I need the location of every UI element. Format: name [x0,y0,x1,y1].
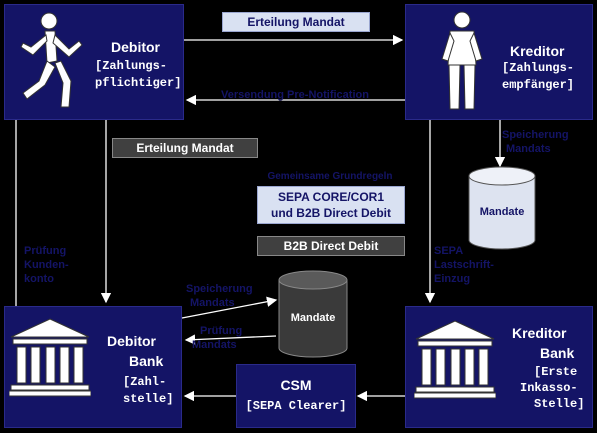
kreditor-bank-sub1: [Erste [534,365,578,379]
label-pruefung-mandats: Prüfung Mandats [192,324,242,352]
debitor-sub2: pflichtiger] [95,76,182,90]
label-sepa-2: Lastschrift- [434,259,494,271]
debitor-mandate-database: Mandate [278,270,348,358]
label-erteilung-mandat-top: Erteilung Mandat [222,12,370,32]
kreditor-sub1: [Zahlungs- [502,61,575,75]
kreditor-title: Kreditor [510,43,565,59]
csm-sub: [SEPA Clearer] [245,399,347,413]
debitor-bank-title1: Debitor [107,333,156,349]
label-pruefung-1: Prüfung [24,245,67,257]
kreditor-bank-title1: Kreditor [512,325,567,341]
kreditor-sub2: empfänger] [502,78,575,92]
label-speicherung-debitor-1: Speicherung [186,283,253,295]
label-pruefung-mandats-1: Prüfung [200,325,243,337]
bank-building-icon [9,318,91,397]
label-gemeinsame-grundregeln: Gemeinsame Grundregeln [267,171,393,182]
label-b2b-direct-debit: B2B Direct Debit [257,236,405,256]
label-pruefung-mandats-2: Mandats [192,339,237,351]
label-sepa-lastschrift: SEPA Lastschrift- Einzug [434,244,494,286]
running-person-icon [20,12,83,108]
kreditor-bank-sub2: Inkasso- [520,381,578,395]
label-erteilung-mandat-mid: Erteilung Mandat [112,138,258,158]
debitor-box: Debitor [Zahlungs- pflichtiger] [4,4,184,120]
debitor-bank-sub1: [Zahl- [123,375,167,389]
kreditor-bank-title2: Bank [540,345,575,361]
label-speicherung-kreditor: Speicherung Mandats [502,128,569,156]
debitor-mandate-label: Mandate [290,312,336,324]
label-speicherung-debitor: Speicherung Mandats [186,282,253,310]
csm-box: CSM [SEPA Clearer] [236,364,356,428]
database-cylinder-icon [278,270,348,358]
label-sepa-3: Einzug [434,273,471,285]
debitor-sub1: [Zahlungs- [95,59,168,73]
label-speicherung-kreditor-2: Mandats [506,143,551,155]
kreditor-bank-box: Kreditor Bank [Erste Inkasso- Stelle] [405,306,593,428]
kreditor-bank-sub3: Stelle] [534,397,585,411]
label-sepa-1: SEPA [434,245,464,257]
label-sepa-core-line2: und B2B Direct Debit [270,206,391,220]
standing-person-icon [441,11,483,110]
bank-building-icon [414,320,496,399]
kreditor-box: Kreditor [Zahlungs- empfänger] [405,4,593,120]
csm-title: CSM [280,377,312,393]
debitor-bank-box: Debitor Bank [Zahl- stelle] [4,306,182,428]
label-pruefung-3: konto [24,273,54,285]
label-pre-notification: Versendung Pre-Notification [221,89,369,101]
debitor-bank-sub2: stelle] [123,392,174,406]
debitor-bank-title2: Bank [129,353,164,369]
label-speicherung-debitor-2: Mandats [190,297,235,309]
database-cylinder-icon [468,166,536,250]
label-sepa-core-line1: SEPA CORE/COR1 [277,190,385,204]
label-sepa-core-b2b: SEPA CORE/COR1 und B2B Direct Debit [257,186,405,224]
label-pruefung-kundenkonto: Prüfung Kunden- konto [24,244,69,286]
kreditor-mandate-database: Mandate [468,166,536,250]
label-speicherung-kreditor-1: Speicherung [502,129,569,141]
kreditor-mandate-label: Mandate [479,206,525,218]
debitor-title: Debitor [111,39,160,55]
label-pruefung-2: Kunden- [24,259,69,271]
